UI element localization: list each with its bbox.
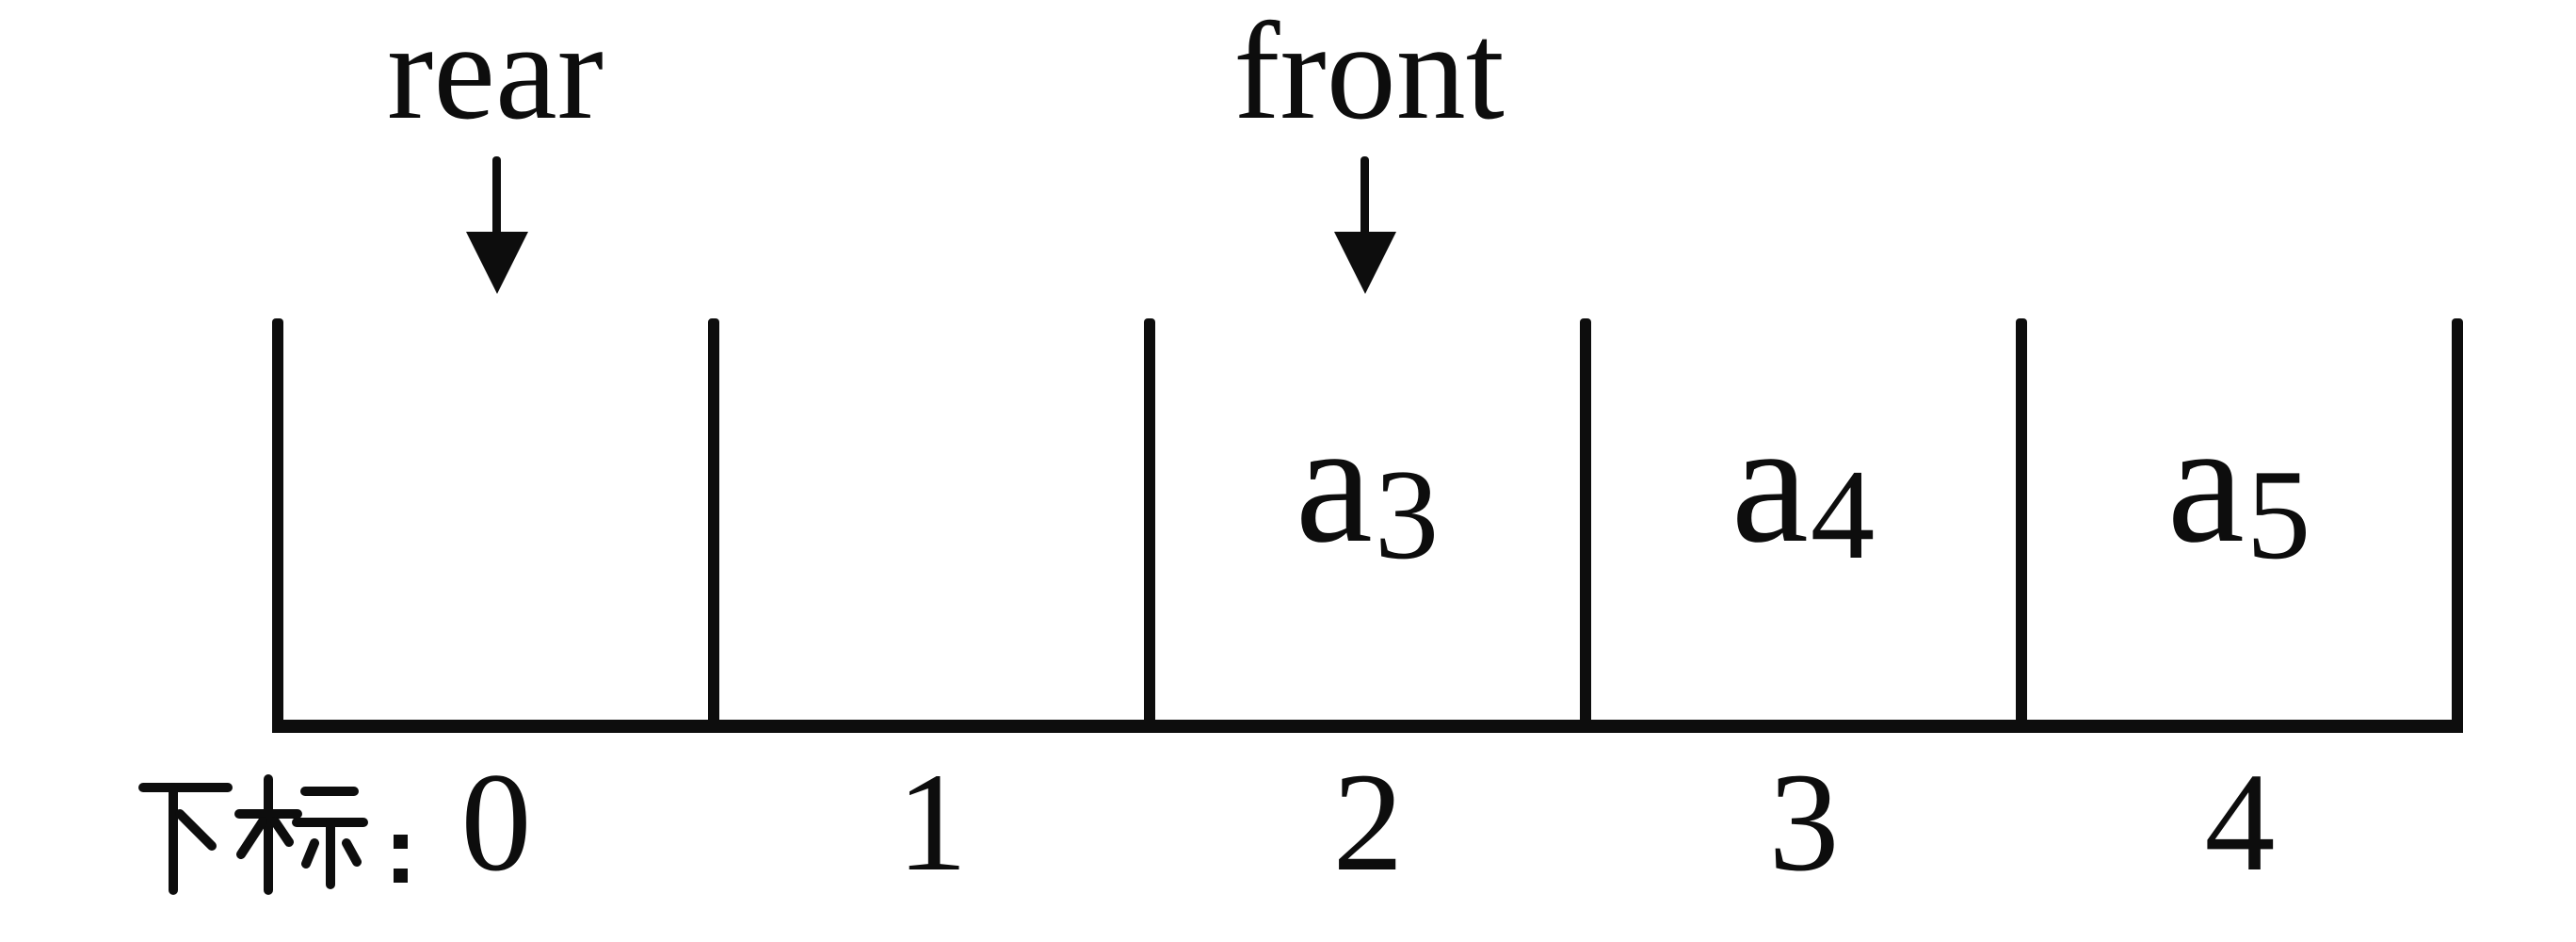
rear-arrow-icon — [492, 156, 501, 236]
cell-divider — [2452, 318, 2463, 733]
cell-value-4: a5 — [2080, 396, 2400, 578]
rear-arrowhead-icon — [466, 232, 528, 294]
cell-value-subscript: 4 — [1810, 442, 1877, 586]
cell-value-base: a — [1295, 386, 1375, 579]
index-label-0: 0 — [460, 744, 532, 901]
cell-divider — [708, 318, 719, 733]
cell-value-2: a3 — [1208, 396, 1528, 578]
cell-divider — [1580, 318, 1591, 733]
cell-value-subscript: 5 — [2246, 442, 2313, 586]
index-label-2: 2 — [1332, 744, 1404, 901]
index-label-3: 3 — [1768, 744, 1840, 901]
cell-value-base: a — [1731, 386, 1811, 579]
front-arrowhead-icon — [1334, 232, 1396, 294]
cell-value-3: a4 — [1644, 396, 1964, 578]
index-caption: 下标: — [111, 765, 431, 906]
rear-pointer-label: rear — [387, 0, 604, 149]
cell-divider — [2016, 318, 2027, 733]
cell-divider — [1144, 318, 1155, 733]
index-label-1: 1 — [896, 744, 968, 901]
array-baseline — [272, 720, 2463, 733]
front-pointer-label: front — [1233, 0, 1505, 149]
cell-divider — [272, 318, 283, 733]
index-caption-glyphs — [138, 774, 408, 895]
cell-value-subscript: 3 — [1374, 442, 1441, 586]
cell-value-base: a — [2166, 386, 2246, 579]
front-arrow-icon — [1360, 156, 1369, 236]
index-label-4: 4 — [2204, 744, 2276, 901]
